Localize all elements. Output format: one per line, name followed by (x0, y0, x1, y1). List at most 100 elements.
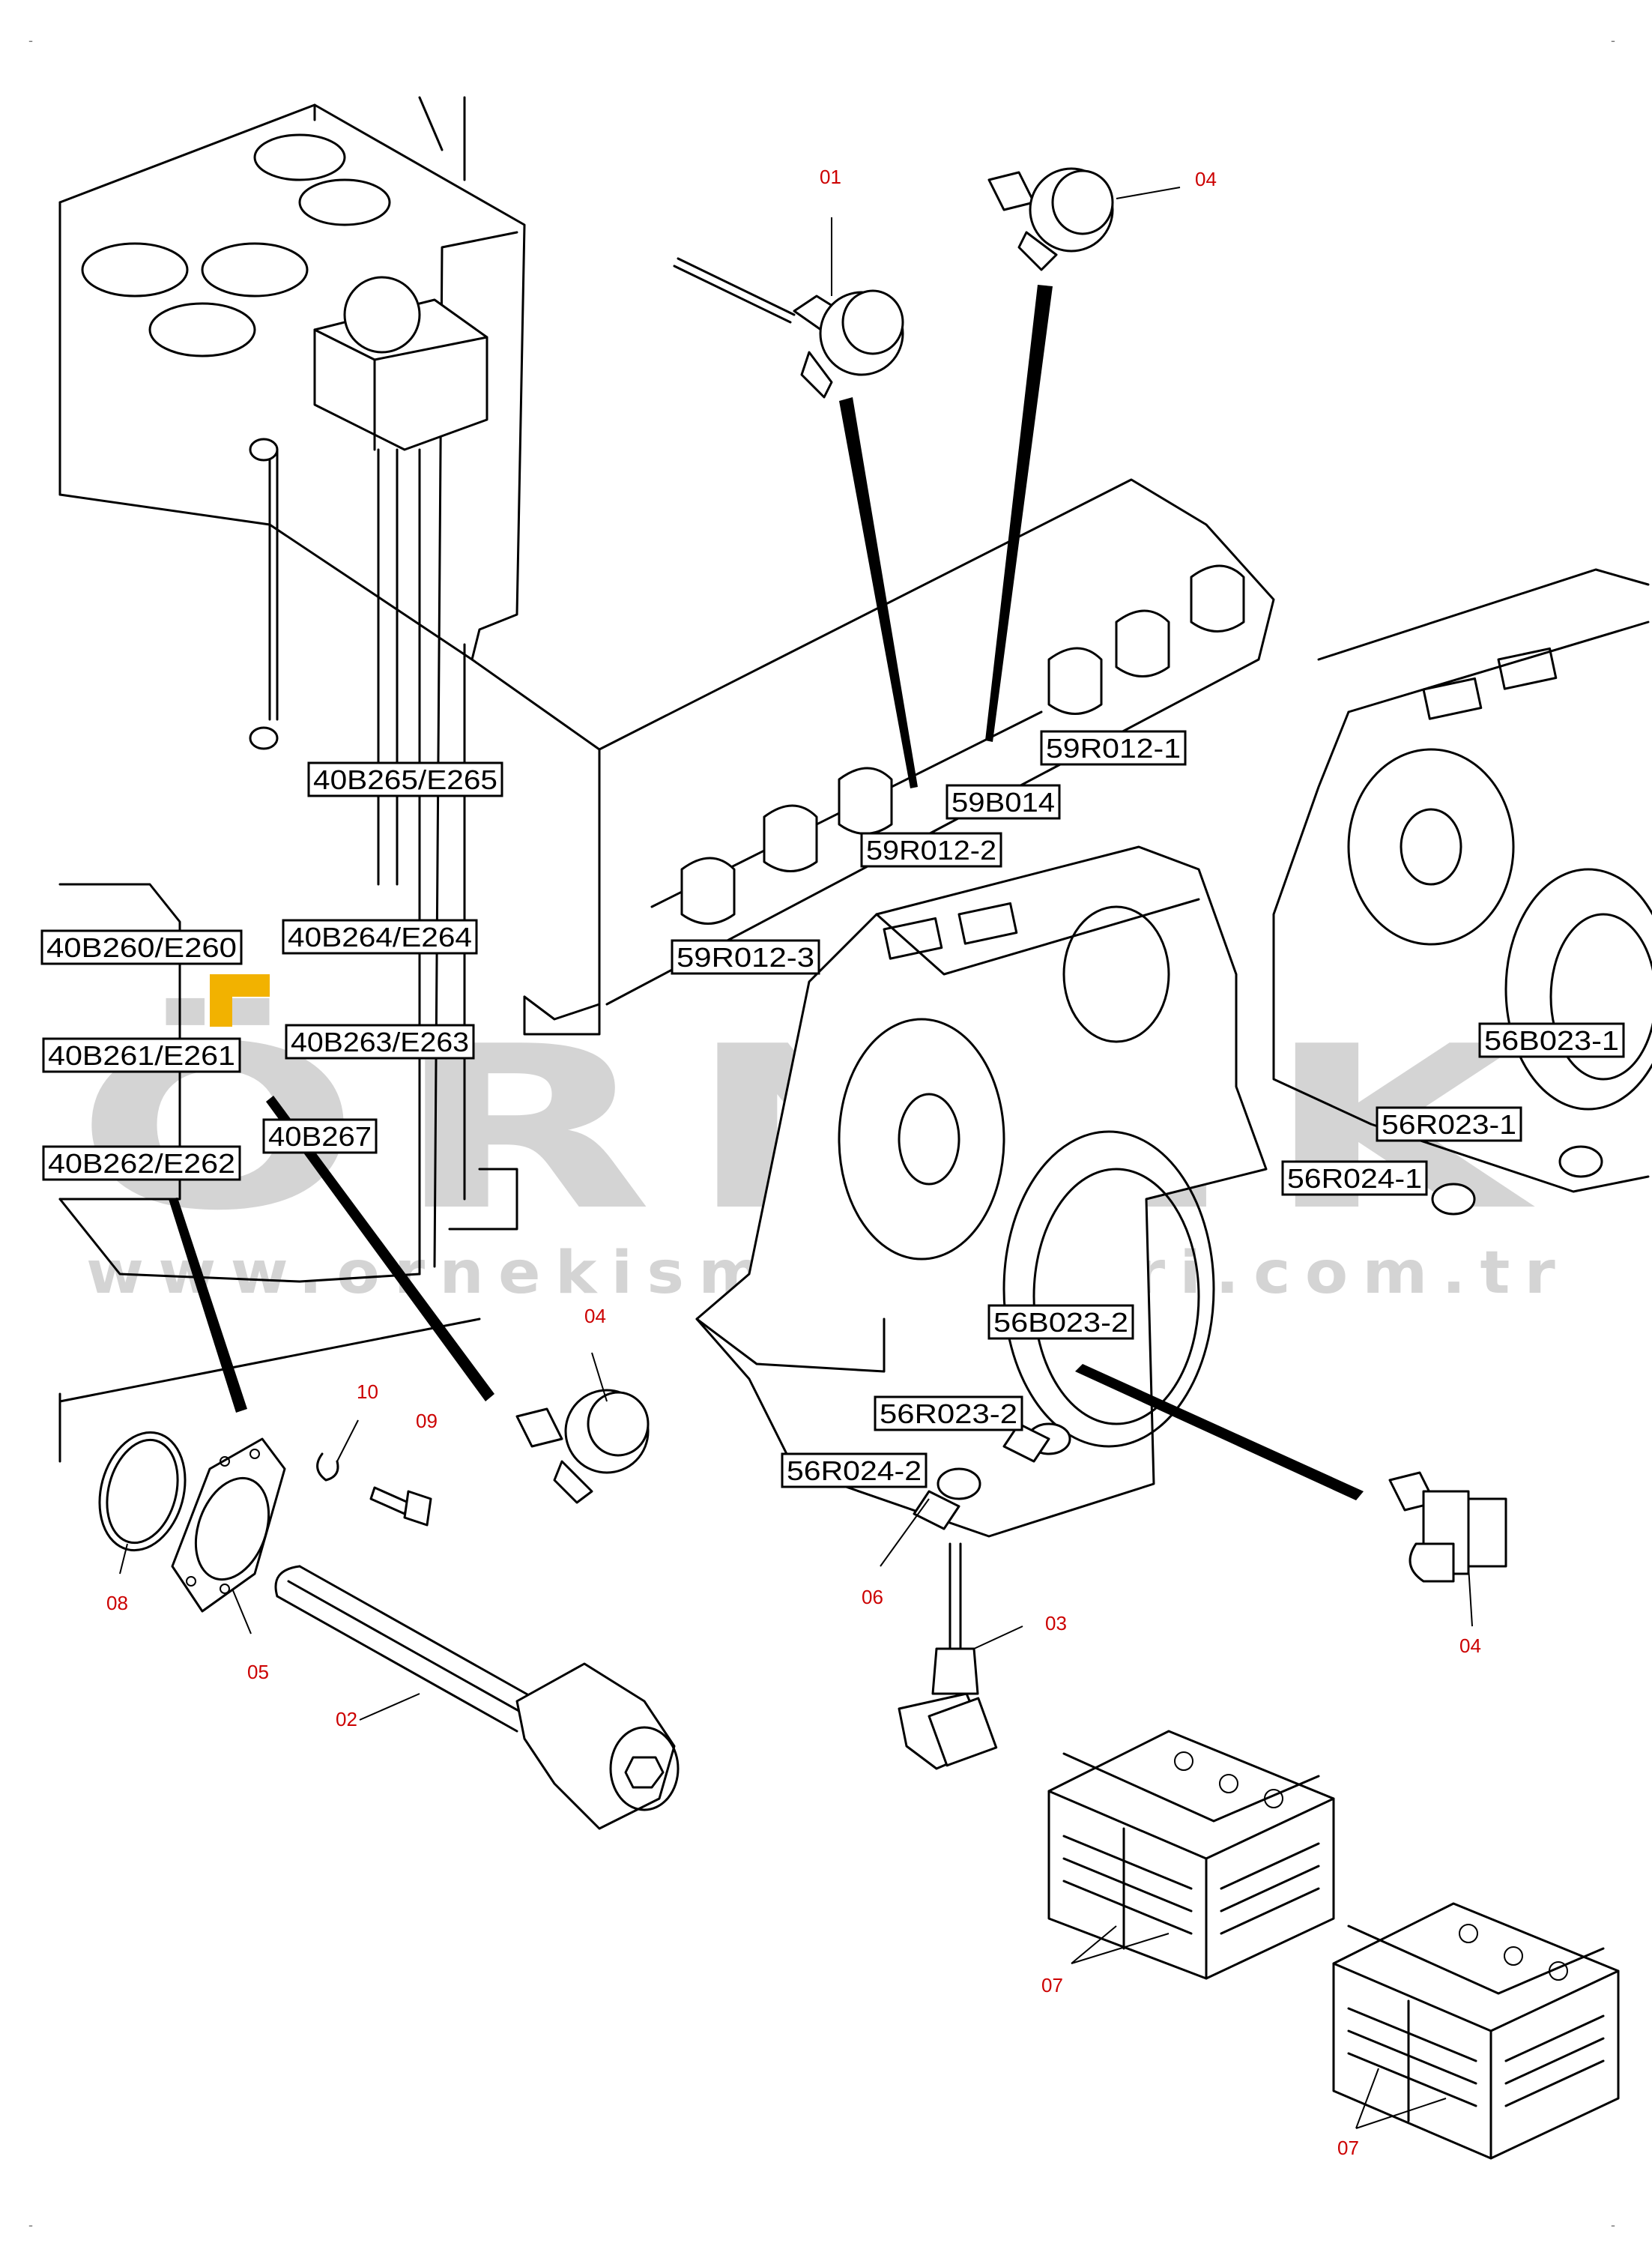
leader-06-label (880, 1498, 930, 1567)
sensor-code-text: 40B263/E263 (291, 1027, 469, 1057)
tilde-corner-mark-icon: - (1611, 33, 1615, 48)
sensor-code-text: 59B014 (951, 787, 1055, 818)
part-number-label: 10 (357, 1380, 378, 1403)
leader-05-label (232, 1588, 252, 1634)
part-number-label: 04 (1195, 168, 1217, 190)
sensor-code-box (307, 761, 503, 797)
sensor-code-label: 56R023-1 (1376, 1106, 1522, 1142)
sensor-code-label: 40B260/E260 (40, 929, 243, 965)
sensor-code-box (1281, 1160, 1428, 1196)
part-number-label: 01 (820, 166, 841, 188)
sensor-code-box (42, 1145, 241, 1181)
sensor-code-label: 40B264/E264 (282, 919, 478, 955)
sensor-code-box (42, 1037, 241, 1073)
clip-illustration (316, 1452, 339, 1482)
sensor-code-box (40, 929, 243, 965)
sensor-code-box (262, 1118, 378, 1154)
sensor-code-label: 59B014 (945, 784, 1061, 820)
sensor-code-box (1478, 1022, 1625, 1058)
sensor-code-label: 56B023-1 (1478, 1022, 1625, 1058)
sensor-code-label: 40B267 (262, 1118, 378, 1154)
leader-04-top-label (1116, 187, 1181, 199)
leader-03-label (973, 1625, 1023, 1649)
sensor-code-box (781, 1452, 928, 1488)
sensor-code-text: 56R023-2 (880, 1398, 1017, 1429)
sensor-code-text: 40B267 (268, 1121, 372, 1152)
part-number-label: 06 (862, 1586, 883, 1608)
part-number-label: 07 (1041, 1974, 1063, 1996)
sensor-code-box (945, 784, 1061, 820)
part-number-label: 04 (584, 1305, 606, 1327)
o-ring-inner-illustration (106, 1438, 179, 1545)
sensor-code-label: 56R024-1 (1281, 1160, 1428, 1196)
part-number-labels: 01 04 04 10 09 08 05 02 06 03 04 07 07 (106, 166, 1481, 2159)
leader-08-label (119, 1543, 128, 1575)
leader-10-label (336, 1419, 359, 1462)
flange-illustration (171, 1437, 286, 1613)
sensor-code-label: 56R024-2 (781, 1452, 928, 1488)
sensor-code-text: 56R024-2 (787, 1455, 922, 1486)
leader-40B262 (169, 1198, 247, 1413)
leader-56B023-2 (1075, 1364, 1364, 1500)
sensor-code-text: 40B265/E265 (313, 764, 497, 795)
part-number-label: 03 (1045, 1612, 1067, 1634)
part-number-label: 07 (1337, 2137, 1359, 2159)
pressure-switch-illustration-right (1388, 1471, 1507, 1583)
drain-fitting-illustration (898, 1542, 998, 1770)
drain-valve-illustration (913, 1145, 1603, 1530)
leader-04-right-label (1468, 1566, 1473, 1627)
part-number-label: 08 (106, 1592, 128, 1614)
sensor-code-label: 40B261/E261 (42, 1037, 241, 1073)
o-ring-illustration (98, 1431, 187, 1552)
sensor-code-box (874, 1395, 1023, 1431)
tilde-corner-mark-icon: - (28, 33, 33, 48)
sensor-code-label: 59R012-3 (671, 939, 820, 975)
sensor-code-text: 40B264/E264 (288, 922, 472, 953)
temperature-sensor-illustration (673, 257, 904, 399)
leader-lines (119, 187, 1473, 2129)
sensor-code-box (1376, 1106, 1522, 1142)
sensor-code-text: 59R012-3 (677, 942, 814, 973)
sensor-code-label: 56B023-2 (987, 1304, 1134, 1340)
sensor-code-label: 40B265/E265 (307, 761, 503, 797)
leader-07-top-label (1071, 1925, 1170, 1964)
part-illustrations (98, 167, 1620, 2160)
part-number-label: 05 (247, 1661, 269, 1683)
sensor-code-box (282, 919, 478, 955)
pressure-switch-illustration-left (515, 1389, 650, 1504)
leader-04-top (985, 285, 1053, 742)
leader-07-bottom-label (1355, 2068, 1447, 2129)
leader-04-left-label (591, 1352, 608, 1402)
tilde-corner-mark-icon: - (1611, 2218, 1615, 2233)
leader-01 (839, 397, 918, 788)
sensor-code-text: 56B023-2 (993, 1307, 1128, 1338)
sensor-code-labels: 40B265/E265 40B264/E264 40B263/E263 40B260/… (40, 730, 1625, 1488)
sensor-code-box (860, 832, 1002, 868)
battery-pack-illustration-top (1047, 1730, 1335, 1980)
sensor-code-label: 56R023-2 (874, 1395, 1023, 1431)
leader-02-label (359, 1693, 420, 1721)
sensor-code-text: 56R023-1 (1382, 1109, 1516, 1140)
heater-element-illustration (274, 1565, 680, 1830)
sensor-code-box (987, 1304, 1134, 1340)
sensor-code-label: 40B263/E263 (285, 1024, 475, 1060)
sensor-code-box (285, 1024, 475, 1060)
pressure-switch-illustration-top (987, 167, 1114, 271)
sensor-code-label: 59R012-2 (860, 832, 1002, 868)
sensor-code-label: 59R012-1 (1040, 730, 1187, 766)
corner-marks: - - - - (28, 33, 1615, 2233)
part-number-label: 02 (336, 1708, 357, 1730)
sensor-code-text: 59R012-2 (866, 835, 996, 866)
intake-ports (680, 564, 1245, 925)
battery-pack-illustration-bottom (1332, 1902, 1620, 2160)
part-number-label: 09 (416, 1410, 438, 1432)
sensor-code-label: 40B262/E262 (42, 1145, 241, 1181)
sensor-code-text: 56B023-1 (1484, 1025, 1619, 1056)
bolt-illustration (369, 1486, 432, 1527)
leader-40B267 (266, 1096, 494, 1401)
sensor-code-box (671, 939, 820, 975)
part-number-label: 04 (1459, 1634, 1481, 1657)
sensor-code-text: 40B261/E261 (48, 1040, 235, 1071)
sensor-code-text: 59R012-1 (1046, 733, 1181, 764)
